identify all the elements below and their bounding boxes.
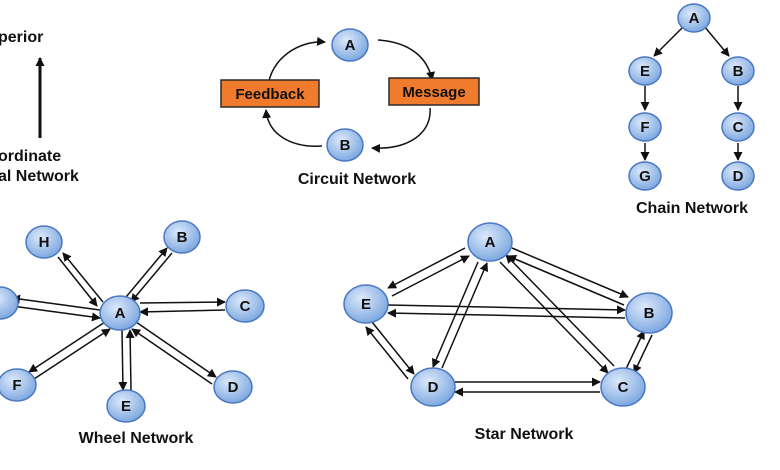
chain-node-f-label: F bbox=[640, 119, 649, 136]
wheel-node-a bbox=[99, 295, 141, 331]
chain-node-a-label: A bbox=[689, 10, 700, 27]
circuit-network-caption: Circuit Network bbox=[298, 171, 416, 188]
vertical-network-label: al Network bbox=[0, 168, 79, 185]
wheel-arrow-e-a bbox=[125, 329, 135, 391]
star-arrow-d-e bbox=[365, 326, 409, 380]
wheel-node-b-label: B bbox=[177, 229, 188, 246]
star-arrow-e-b bbox=[387, 304, 626, 315]
star-node-b-label: B bbox=[644, 305, 655, 322]
circuit-node-a-label: A bbox=[345, 37, 356, 54]
wheel-network-caption: Wheel Network bbox=[79, 430, 194, 447]
chain-node-b-label: B bbox=[733, 63, 744, 80]
star-node-c-label: C bbox=[618, 379, 629, 396]
star-arrow-c-a bbox=[505, 254, 615, 367]
wheel-node-d bbox=[213, 370, 253, 404]
wheel-node-e bbox=[106, 389, 146, 423]
wheel-arrow-f-a bbox=[33, 328, 111, 380]
wheel-node-c-label: C bbox=[240, 298, 251, 315]
wheel-node-h bbox=[25, 225, 63, 259]
star-node-c bbox=[600, 367, 646, 407]
wheel-node-c bbox=[225, 289, 265, 323]
star-node-d bbox=[410, 367, 456, 407]
wheel-node-a-label: A bbox=[115, 305, 126, 322]
wheel-network: A H B C D E F Wheel Network bbox=[0, 220, 265, 447]
star-arrow-a-b bbox=[511, 247, 629, 299]
star-arrow-b-c bbox=[633, 334, 653, 374]
wheel-arrow-a-b bbox=[125, 247, 168, 298]
chain-network: A E B F C G D Chain Network bbox=[628, 3, 755, 217]
circuit-node-a bbox=[331, 28, 369, 62]
wheel-arrow-a-e bbox=[118, 329, 128, 391]
wheel-node-h-label: H bbox=[39, 234, 50, 251]
circuit-network: Feedback Message A B Circuit Network bbox=[220, 28, 480, 188]
chain-node-d bbox=[721, 161, 755, 191]
star-arrow-e-a bbox=[391, 255, 470, 297]
chain-node-e bbox=[628, 56, 662, 86]
chain-node-f bbox=[628, 112, 662, 142]
chain-node-d-label: D bbox=[733, 168, 744, 185]
star-node-e-label: E bbox=[361, 296, 371, 313]
star-arrow-a-e bbox=[387, 247, 466, 289]
circuit-node-b-label: B bbox=[340, 137, 351, 154]
chain-arrow-a-b bbox=[703, 25, 730, 57]
circuit-arrow-b-to-feedback bbox=[262, 109, 323, 147]
wheel-arrow-a-h bbox=[62, 252, 104, 303]
star-arrow-d-a bbox=[441, 262, 488, 369]
feedback-box-label: Feedback bbox=[235, 86, 305, 103]
star-node-a bbox=[467, 222, 513, 262]
wheel-node-b bbox=[163, 220, 201, 254]
chain-node-c bbox=[721, 112, 755, 142]
wheel-arrow-a-d bbox=[135, 321, 217, 378]
subordinate-label: ordinate bbox=[0, 148, 61, 165]
wheel-node-f-label: F bbox=[12, 377, 21, 394]
message-box-label: Message bbox=[402, 84, 465, 101]
star-arrow-e-d bbox=[371, 321, 415, 375]
circuit-arrow-message-to-b bbox=[371, 107, 431, 153]
chain-arrow-a-e bbox=[653, 25, 685, 57]
wheel-node-f bbox=[0, 368, 37, 402]
star-arrow-b-a bbox=[507, 254, 625, 306]
star-network-caption: Star Network bbox=[475, 426, 574, 443]
star-arrow-b-e bbox=[387, 308, 626, 319]
star-node-d-label: D bbox=[428, 379, 439, 396]
superior-label: perior bbox=[0, 29, 43, 46]
wheel-arrow-h-a bbox=[57, 256, 98, 307]
star-node-b bbox=[625, 292, 673, 334]
wheel-arrow-b-a bbox=[130, 252, 173, 303]
wheel-arrow-left-a bbox=[11, 305, 101, 322]
circuit-node-b bbox=[326, 128, 364, 162]
star-network: A E B D C Star Network bbox=[343, 222, 673, 443]
wheel-arrow-a-left bbox=[11, 294, 101, 311]
star-arrow-c-b bbox=[625, 330, 645, 370]
wheel-arrow-c-a bbox=[139, 307, 226, 317]
wheel-arrow-a-c bbox=[139, 297, 226, 307]
wheel-arrow-a-f bbox=[28, 321, 106, 373]
vertical-chain-fragment: perior ordinate al Network bbox=[0, 29, 79, 185]
chain-node-a bbox=[677, 3, 711, 33]
chain-network-caption: Chain Network bbox=[636, 200, 748, 217]
chain-node-g-label: G bbox=[639, 168, 651, 185]
chain-node-c-label: C bbox=[733, 119, 744, 136]
chain-node-e-label: E bbox=[640, 63, 650, 80]
chain-node-g bbox=[628, 161, 662, 191]
wheel-node-left-partial bbox=[0, 286, 19, 320]
wheel-node-d-label: D bbox=[228, 379, 239, 396]
circuit-arrow-a-to-message bbox=[377, 39, 435, 81]
star-node-e bbox=[343, 284, 389, 324]
feedback-box bbox=[220, 79, 320, 108]
wheel-node-e-label: E bbox=[121, 398, 131, 415]
star-node-a-label: A bbox=[485, 234, 496, 251]
wheel-arrow-d-a bbox=[131, 328, 213, 385]
message-box bbox=[388, 77, 480, 106]
chain-node-b bbox=[721, 56, 755, 86]
star-arrow-a-c bbox=[499, 261, 609, 374]
